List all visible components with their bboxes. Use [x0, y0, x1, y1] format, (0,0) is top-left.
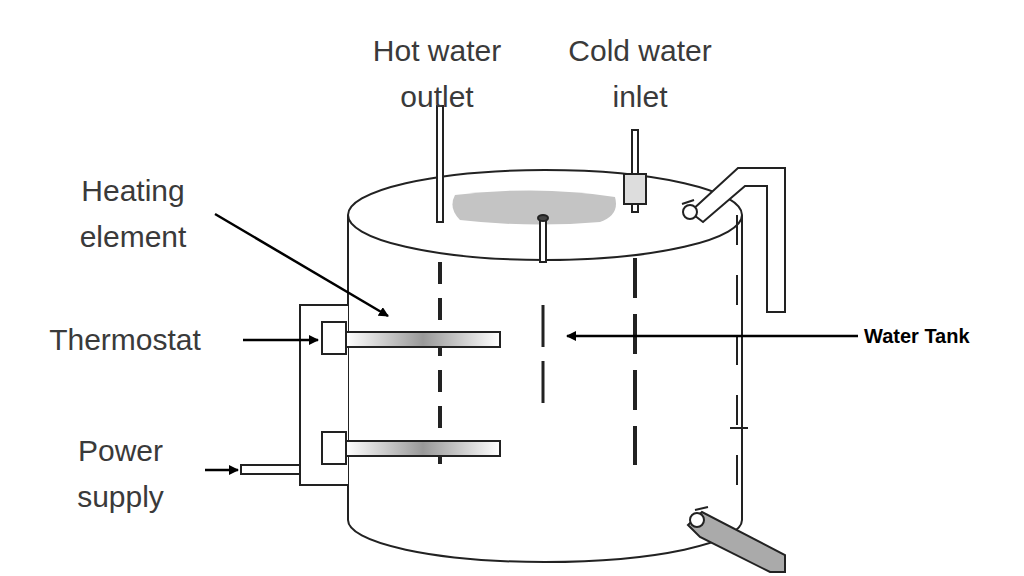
power-label: Power supply — [48, 428, 193, 520]
tank-label: Water Tank — [864, 323, 970, 349]
thermostat-label: Thermostat — [20, 317, 230, 363]
outlet-label: Hot water outlet — [352, 28, 522, 120]
inlet-label: Cold water inlet — [547, 28, 733, 120]
element-label: Heating element — [48, 168, 218, 260]
